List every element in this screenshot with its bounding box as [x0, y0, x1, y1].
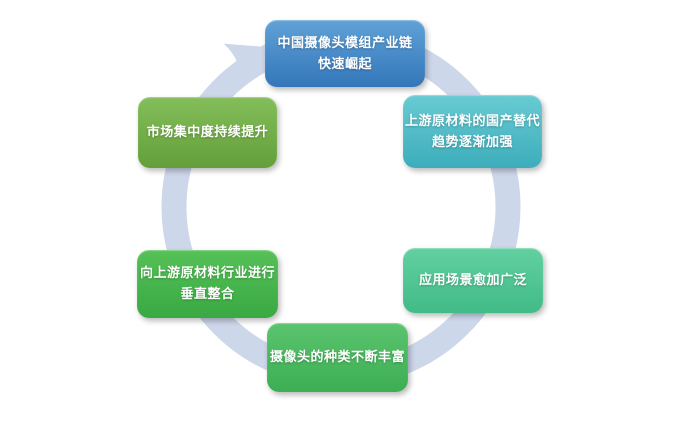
cycle-node-industry-chain-rise: 中国摄像头模组产业链 快速崛起	[265, 20, 425, 87]
node-label-line: 快速崛起	[317, 56, 372, 72]
node-label-line: 向上游原材料行业进行	[139, 266, 275, 281]
cycle-node-market-concentration: 市场集中度持续提升	[138, 97, 277, 168]
node-label-line: 趋势逐渐加强	[431, 134, 513, 150]
cycle-node-application-scenarios: 应用场景愈加广泛	[403, 248, 543, 313]
cycle-node-camera-variety: 摄像头的种类不断丰富	[267, 323, 408, 392]
node-label-line: 垂直整合	[180, 287, 235, 302]
node-label-line: 中国摄像头模组产业链	[277, 35, 413, 51]
cycle-node-domestic-substitution: 上游原材料的国产替代 趋势逐渐加强	[403, 95, 542, 168]
node-label-line: 市场集中度持续提升	[146, 125, 269, 140]
arrowhead-icon	[223, 43, 266, 82]
node-label-line: 应用场景愈加广泛	[418, 273, 527, 288]
node-label-line: 上游原材料的国产替代	[404, 113, 540, 129]
node-label-line: 摄像头的种类不断丰富	[269, 350, 405, 365]
cycle-node-vertical-integration: 向上游原材料行业进行 垂直整合	[137, 250, 278, 318]
